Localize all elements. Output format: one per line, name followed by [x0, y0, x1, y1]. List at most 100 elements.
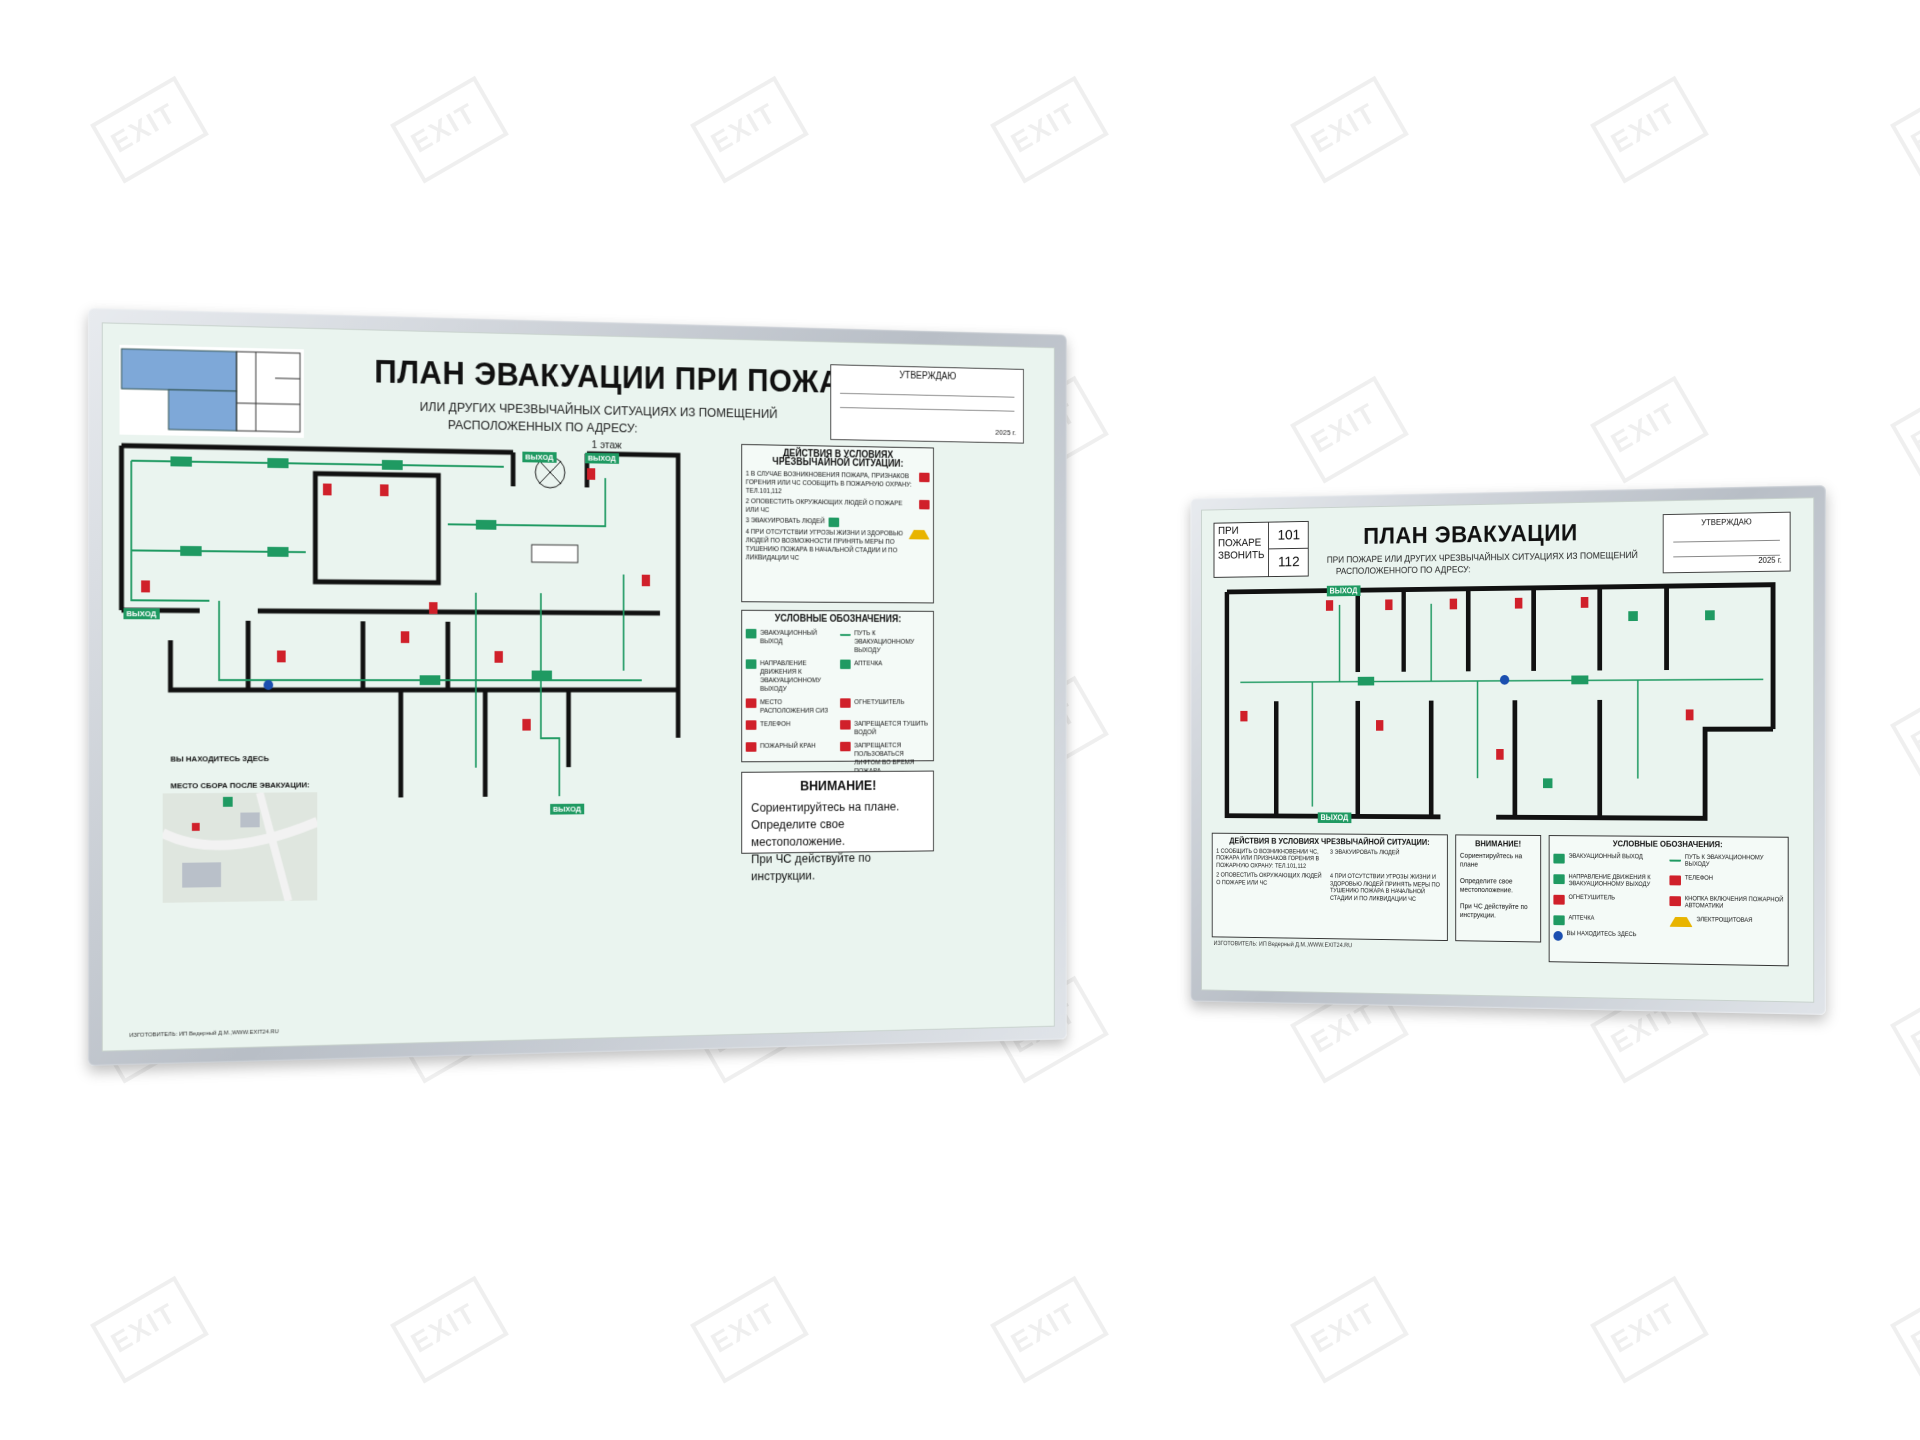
- phone-box-line3: ЗВОНИТЬ: [1218, 549, 1265, 562]
- exit-sign-icon: [828, 517, 839, 528]
- legend-item-label: НАПРАВЛЕНИЕ ДВИЖЕНИЯ К ЭВАКУАЦИОННОМУ ВЫ…: [1568, 873, 1651, 889]
- small-approval-year: 2025 г.: [1758, 555, 1782, 566]
- action-item-2: 2 ОПОВЕСТИТЬ ОКРУЖАЮЩИХ ЛЮДЕЙ О ПОЖАРЕ И…: [745, 498, 903, 514]
- small-evacuation-plan-frame: ПРИ ПОЖАРЕ ЗВОНИТЬ 101 112 ПЛАН ЭВАКУАЦИ…: [1190, 485, 1826, 1015]
- phone-box-line1: ПРИ: [1218, 525, 1239, 537]
- small-exit-sign-top: ВЫХОД: [1326, 585, 1361, 597]
- exit-sign-top-2: ВЫХОД: [585, 452, 619, 464]
- exit-watermark-tile: EXIT: [1277, 368, 1412, 492]
- hydrant-icon: [745, 742, 757, 752]
- emergency-phone-box: ПРИ ПОЖАРЕ ЗВОНИТЬ 101 112: [1213, 520, 1309, 578]
- legend-item: ЭВАКУАЦИОННЫЙ ВЫХОД: [1553, 853, 1665, 869]
- electric-panel-icon: [908, 529, 930, 540]
- no-water-icon: [840, 720, 851, 730]
- large-evacuation-plan-frame: ПЛАН ЭВАКУАЦИИ ПРИ ПОЖАРЕ ИЛИ ДРУГИХ ЧРЕ…: [88, 308, 1067, 1066]
- exit-sign-icon: [1553, 853, 1565, 864]
- route-arrow-icon: [840, 629, 851, 636]
- legend-item-label: ЭВАКУАЦИОННЫЙ ВЫХОД: [1568, 853, 1643, 860]
- phone-box-line2: ПОЖАРЕ: [1218, 537, 1262, 550]
- you-are-here-marker: [263, 680, 274, 690]
- small-actions-title: ДЕЙСТВИЯ В УСЛОВИЯХ ЧРЕЗВЫЧАЙНОЙ СИТУАЦИ…: [1229, 836, 1430, 847]
- action-item-4: 4 ПРИ ОТСУТСТВИИ УГРОЗЫ ЖИЗНИ И ЗДОРОВЬЮ…: [745, 528, 903, 562]
- legend-item: ОГНЕТУШИТЕЛЬ: [1553, 894, 1665, 910]
- extinguisher-icon: [840, 698, 851, 708]
- assembly-point-map: [162, 792, 318, 903]
- small-evacuation-plan-board: ПРИ ПОЖАРЕ ЗВОНИТЬ 101 112 ПЛАН ЭВАКУАЦИ…: [1201, 497, 1815, 1003]
- legend-item-label: ТЕЛЕФОН: [1684, 875, 1713, 882]
- exit-watermark-tile: EXIT: [1877, 68, 1920, 192]
- you-are-here-label: ВЫ НАХОДИТЕСЬ ЗДЕСЬ: [170, 754, 269, 764]
- small-attention-item-2: Определите свое местоположение.: [1459, 878, 1513, 895]
- first-aid-icon: [1553, 914, 1565, 925]
- small-legend-title: УСЛОВНЫЕ ОБОЗНАЧЕНИЯ:: [1612, 839, 1723, 850]
- attention-title: ВНИМАНИЕ!: [800, 777, 877, 794]
- legend-item-label: КНОПКА ВКЛЮЧЕНИЯ ПОЖАРНОЙ АВТОМАТИКИ: [1684, 895, 1784, 910]
- legend-item-label: ВЫ НАХОДИТЕСЬ ЗДЕСЬ: [1566, 930, 1637, 938]
- extinguisher-icon: [1553, 894, 1565, 905]
- phone-icon: [919, 472, 930, 483]
- exit-watermark-tile: EXIT: [77, 1268, 212, 1392]
- approval-block: УТВЕРЖДАЮ 2025 г.: [830, 364, 1024, 444]
- exit-watermark-tile: EXIT: [677, 68, 812, 192]
- no-elevator-icon: [840, 741, 851, 752]
- phone-number-101: 101: [1269, 521, 1309, 550]
- small-legend-panel: УСЛОВНЫЕ ОБОЗНАЧЕНИЯ: ЭВАКУАЦИОННЫЙ ВЫХО…: [1548, 835, 1789, 967]
- assembly-point-label: МЕСТО СБОРА ПОСЛЕ ЭВАКУАЦИИ:: [170, 780, 310, 791]
- phone-number-112: 112: [1278, 553, 1300, 571]
- exit-sign-left: ВЫХОД: [123, 608, 160, 620]
- small-action-item-1: 1 СООБЩИТЬ О ВОЗНИКНОВЕНИИ ЧС, ПОЖАРА ИЛ…: [1216, 848, 1320, 870]
- legend-item: ТЕЛЕФОН: [745, 720, 837, 737]
- manufacturer-footer: ИЗГОТОВИТЕЛЬ: ИП Ведерный Д.М.,WWW.EXIT2…: [129, 1029, 279, 1039]
- exit-watermark-tile: EXIT: [377, 68, 512, 192]
- you-are-here-icon: [1553, 930, 1563, 941]
- large-evacuation-plan-board: ПЛАН ЭВАКУАЦИИ ПРИ ПОЖАРЕ ИЛИ ДРУГИХ ЧРЕ…: [101, 322, 1055, 1052]
- action-item-3: 3 ЭВАКУИРОВАТЬ ЛЮДЕЙ: [745, 517, 825, 526]
- small-you-are-here-marker: [1499, 674, 1510, 685]
- actions-panel: ДЕЙСТВИЯ В УСЛОВИЯХ ЧРЕЗВЫЧАЙНОЙ СИТУАЦИ…: [741, 443, 934, 604]
- legend-item-label: ОГНЕТУШИТЕЛЬ: [1568, 894, 1616, 901]
- small-approval-block: УТВЕРЖДАЮ 2025 г.: [1662, 511, 1791, 574]
- legend-item: НАПРАВЛЕНИЕ ДВИЖЕНИЯ К ЭВАКУАЦИОННОМУ ВЫ…: [745, 659, 837, 693]
- small-attention-title: ВНИМАНИЕ!: [1475, 839, 1522, 849]
- key-plan-thumbnail: [119, 344, 304, 438]
- small-approval-label: УТВЕРЖДАЮ: [1701, 517, 1752, 528]
- legend-panel: УСЛОВНЫЕ ОБОЗНАЧЕНИЯ: ЭВАКУАЦИОННЫЙ ВЫХО…: [741, 609, 934, 836]
- route-arrow-icon: [1669, 854, 1681, 862]
- small-attention-item-1: Сориентируйтесь на плане: [1459, 852, 1523, 869]
- phone-icon: [1669, 874, 1681, 885]
- exit-sign-icon: [745, 628, 757, 639]
- small-action-item-4: 4 ПРИ ОТСУТСТВИИ УГРОЗЫ ЖИЗНИ И ЗДОРОВЬЮ…: [1330, 873, 1440, 903]
- approval-label: УТВЕРЖДАЮ: [899, 370, 957, 383]
- exit-watermark-tile: EXIT: [1277, 1268, 1412, 1392]
- exit-sign-bottom: ВЫХОД: [550, 803, 584, 815]
- exit-watermark-tile: EXIT: [1277, 68, 1412, 192]
- exit-watermark-tile: EXIT: [1577, 68, 1712, 192]
- legend-item: ОГНЕТУШИТЕЛЬ: [840, 698, 930, 715]
- legend-item: ЭЛЕКТРОЩИТОВАЯ: [1669, 916, 1783, 928]
- exit-watermark-tile: EXIT: [1877, 668, 1920, 792]
- legend-item-label: МЕСТО РАСПОЛОЖЕНИЯ СИЗ: [760, 699, 829, 715]
- legend-item: НАПРАВЛЕНИЕ ДВИЖЕНИЯ К ЭВАКУАЦИОННОМУ ВЫ…: [1553, 873, 1665, 890]
- actions-title: ДЕЙСТВИЯ В УСЛОВИЯХ ЧРЕЗВЫЧАЙНОЙ СИТУАЦИ…: [772, 448, 904, 470]
- legend-item-label: ТЕЛЕФОН: [760, 721, 791, 728]
- small-plan-subtitle-1: ПРИ ПОЖАРЕ ИЛИ ДРУГИХ ЧРЕЗВЫЧАЙНЫХ СИТУА…: [1326, 550, 1638, 565]
- legend-item-label: ЭЛЕКТРОЩИТОВАЯ: [1696, 916, 1753, 924]
- legend-item-label: НАПРАВЛЕНИЕ ДВИЖЕНИЯ К ЭВАКУАЦИОННОМУ ВЫ…: [760, 660, 821, 693]
- legend-item: ПУТЬ К ЭВАКУАЦИОННОМУ ВЫХОДУ: [840, 629, 930, 655]
- legend-item-label: ЭВАКУАЦИОННЫЙ ВЫХОД: [760, 629, 817, 646]
- approval-year: 2025 г.: [995, 428, 1017, 437]
- legend-item-label: АПТЕЧКА: [1568, 915, 1595, 922]
- direction-icon: [745, 659, 757, 669]
- exit-watermark-tile: EXIT: [977, 68, 1112, 192]
- small-manufacturer-footer: ИЗГОТОВИТЕЛЬ: ИП Ведерный Д.М.,WWW.EXIT2…: [1213, 941, 1353, 950]
- action-item-1: 1 В СЛУЧАЕ ВОЗНИКНОВЕНИЯ ПОЖАРА, ПРИЗНАК…: [745, 470, 912, 496]
- first-aid-icon: [840, 659, 851, 670]
- legend-item: КНОПКА ВКЛЮЧЕНИЯ ПОЖАРНОЙ АВТОМАТИКИ: [1669, 895, 1784, 912]
- floor-plan-drawing: [112, 440, 759, 809]
- attention-panel: ВНИМАНИЕ! Сориентируйтесь на плане. Опре…: [741, 770, 934, 883]
- exit-watermark-tile: EXIT: [77, 68, 212, 192]
- small-plan-title: ПЛАН ЭВАКУАЦИИ: [1363, 519, 1578, 550]
- small-attention-item-3: При ЧС действуйте по инструкции.: [1459, 903, 1528, 920]
- fire-button-icon: [919, 499, 930, 510]
- exit-watermark-tile: EXIT: [677, 1268, 812, 1392]
